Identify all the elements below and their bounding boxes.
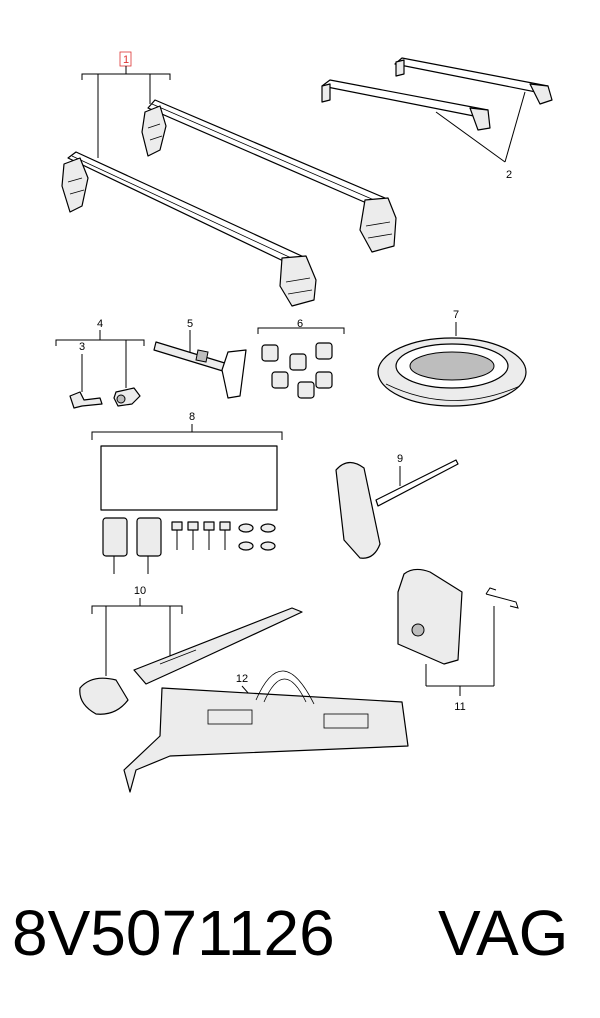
callout-1: 1 <box>123 54 129 66</box>
bracket-and-hook: 11 <box>397 568 519 713</box>
callout-10: 10 <box>134 585 146 597</box>
instruction-leaflet <box>100 445 278 511</box>
key <box>69 391 103 409</box>
roof-bar-set-1: 1 <box>61 51 397 307</box>
callout-3: 3 <box>79 341 85 353</box>
callout-2: 2 <box>506 169 512 181</box>
callout-6: 6 <box>297 318 303 330</box>
bolt-set <box>171 521 231 550</box>
callout-11: 11 <box>454 701 465 713</box>
roof-bar-set-2: 2 <box>321 57 553 181</box>
fitting-kit: 8 <box>91 411 283 574</box>
callout-9: 9 <box>397 453 403 465</box>
socket-tool: 5 <box>153 318 247 399</box>
spacer-set: 6 <box>257 318 345 399</box>
part-number-footer: 8V5071126 VAG <box>0 888 600 988</box>
tyre: 7 <box>377 309 527 407</box>
callout-7: 7 <box>453 309 459 321</box>
brand-label: VAG <box>438 897 569 969</box>
parts-diagram: 1 2 4 3 <box>55 51 553 793</box>
pad-and-strap: 10 <box>79 585 303 715</box>
callout-4: 4 <box>97 318 103 330</box>
callout-8: 8 <box>189 411 195 423</box>
part-number: 8V5071126 <box>12 897 335 969</box>
washer-set <box>238 523 276 551</box>
lock-set: 4 3 <box>55 318 145 409</box>
t-handle-tool: 9 <box>335 453 459 559</box>
storage-bag: 12 <box>123 670 409 793</box>
callout-5: 5 <box>187 318 193 330</box>
callout-12: 12 <box>236 673 248 685</box>
